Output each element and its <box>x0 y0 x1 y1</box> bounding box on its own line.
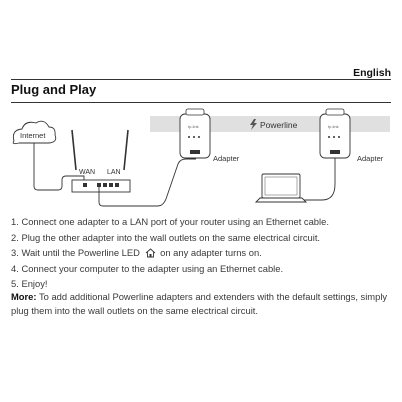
more-text: To add additional Powerline adapters and… <box>11 291 388 316</box>
step-item: 3. Wait until the Powerline LED on any a… <box>11 247 262 259</box>
header-rule <box>11 79 391 80</box>
step-item: 1. Connect one adapter to a LAN port of … <box>11 216 329 227</box>
router-wan-label: WAN <box>79 169 95 176</box>
computer-cable <box>304 158 336 201</box>
laptop-icon <box>254 173 308 203</box>
internet-cloud-icon <box>12 120 57 145</box>
adapter-2-label: Adapter <box>357 154 384 163</box>
setup-diagram: Powerline Internet WAN LAN tp-link Adapt… <box>12 108 390 207</box>
adapter-1-icon: tp-link <box>179 108 211 159</box>
more-note: More: To add additional Powerline adapte… <box>11 290 393 317</box>
step-item: 4. Connect your computer to the adapter … <box>11 262 284 274</box>
adapter-2-icon: tp-link <box>319 108 351 159</box>
title-rule <box>11 102 391 103</box>
step-item: 2. Plug the other adapter into the wall … <box>11 231 321 243</box>
lightning-bolt-icon <box>250 119 257 130</box>
house-led-icon <box>145 248 155 258</box>
router-icon <box>71 129 131 193</box>
page-title: Plug and Play <box>11 82 97 97</box>
more-label: More: <box>11 291 37 302</box>
language-label: English <box>353 67 391 79</box>
step-item: 5. Enjoy! <box>11 278 48 290</box>
powerline-label: Powerline <box>260 120 298 130</box>
internet-label: Internet <box>20 131 46 140</box>
lan-cable <box>98 158 196 207</box>
adapter-1-label: Adapter <box>213 154 240 163</box>
svg-text:tp-link: tp-link <box>328 124 339 129</box>
router-lan-label: LAN <box>107 169 121 176</box>
svg-text:tp-link: tp-link <box>188 124 199 129</box>
steps-list: 1. Connect one adapter to a LAN port of … <box>11 214 396 292</box>
wan-cable <box>33 143 85 191</box>
